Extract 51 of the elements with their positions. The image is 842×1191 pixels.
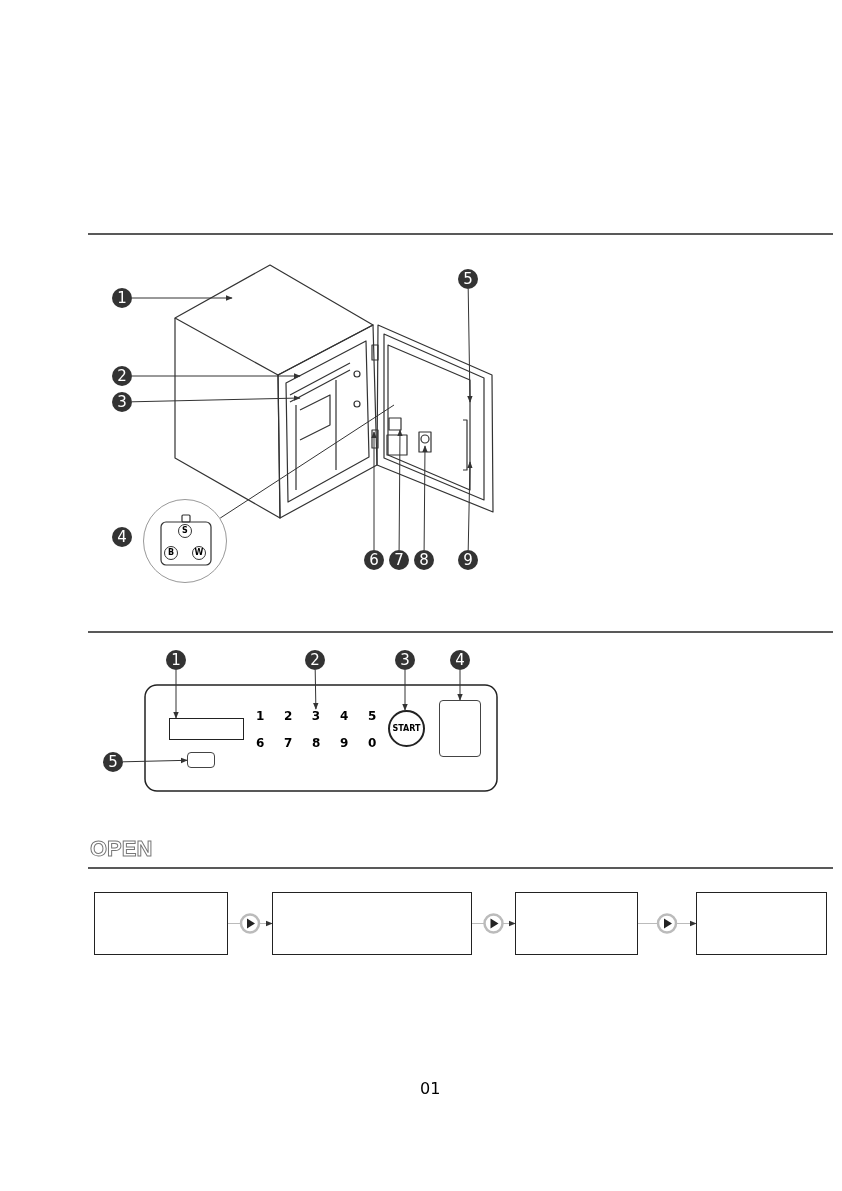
- keypad-digit: 6: [256, 737, 265, 749]
- play-arrow: [637, 913, 697, 934]
- leader-line: [457, 669, 463, 701]
- keypad-digit: 8: [312, 737, 321, 749]
- callout-number: 7: [389, 550, 409, 570]
- leader-line: [313, 669, 319, 710]
- leader-line: [131, 295, 233, 301]
- callout-number: 2: [305, 650, 325, 670]
- display-window: [169, 718, 244, 740]
- leader-line: [397, 429, 403, 551]
- leader-line: [131, 373, 301, 379]
- callout-number: 4: [112, 527, 132, 547]
- step-box: [696, 892, 827, 955]
- section-heading: OPEN: [90, 838, 153, 860]
- keypad-digit: 0: [368, 737, 377, 749]
- callout-number: 1: [112, 288, 132, 308]
- keypad-digit: 7: [284, 737, 293, 749]
- leader-line: [371, 431, 377, 551]
- callout-number: 3: [112, 392, 132, 412]
- play-arrow: [471, 913, 516, 934]
- leader-line: [422, 445, 428, 551]
- leader-line: [467, 288, 473, 403]
- callout-number: 5: [458, 269, 478, 289]
- page-number: 01: [420, 1081, 441, 1097]
- callout-number: 1: [166, 650, 186, 670]
- callout-number: 4: [450, 650, 470, 670]
- leader-line: [131, 395, 301, 403]
- leader-line: [122, 757, 188, 764]
- callout-number: 6: [364, 550, 384, 570]
- callout-number: 3: [395, 650, 415, 670]
- step-box: [515, 892, 638, 955]
- keypad-digit: 3: [309, 709, 323, 724]
- keypad-digit: 1: [256, 710, 265, 722]
- leader-line: [173, 669, 179, 719]
- leader-line: [219, 404, 395, 519]
- fingerprint-reader: [439, 700, 481, 757]
- leader-line: [467, 461, 473, 551]
- keypad-digit: 4: [340, 710, 349, 722]
- play-arrow: [227, 913, 273, 934]
- callout-number: 5: [103, 752, 123, 772]
- step-box: [272, 892, 472, 955]
- callout-number: 2: [112, 366, 132, 386]
- leader-line: [402, 669, 408, 711]
- callout-number: 9: [458, 550, 478, 570]
- small-key-button: [187, 752, 215, 768]
- callout-number: 8: [414, 550, 434, 570]
- keypad-digit: 5: [368, 710, 377, 722]
- keypad-digit: 2: [284, 710, 293, 722]
- step-box: [94, 892, 228, 955]
- start-button: START: [388, 710, 425, 747]
- keypad-digit: 9: [340, 737, 349, 749]
